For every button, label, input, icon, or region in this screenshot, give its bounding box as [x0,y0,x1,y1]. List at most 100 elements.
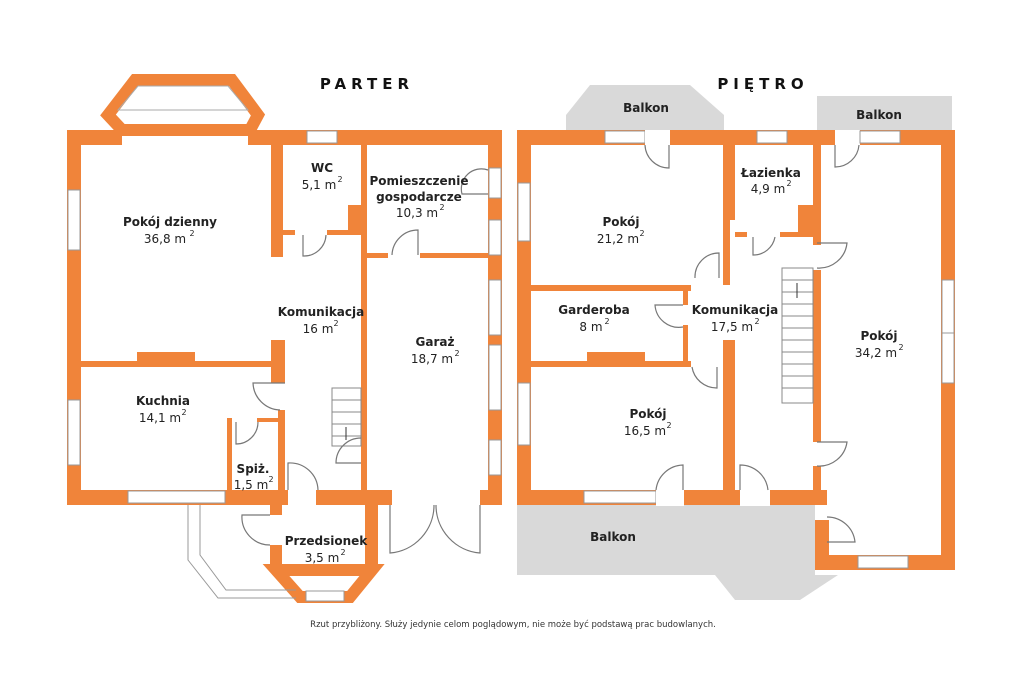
room-vestibule: Przedsionek 3,5 m 2 [285,534,369,565]
room-name: Pokój [629,407,666,421]
unit-sup: 2 [898,343,903,352]
room-garage: Garaż 18,7 m 2 [411,335,460,366]
door-bedroom2[interactable] [691,366,718,389]
door-hall[interactable] [287,462,319,491]
door-wardrobe[interactable] [654,304,684,328]
wall [531,361,691,367]
room-name: Komunikacja [278,305,364,319]
door-opening [835,130,860,145]
room-name: Garaż [416,335,455,349]
ground-floor-title: PARTER [320,75,414,93]
unit-sup: 2 [439,203,444,212]
room-name: Pokój [602,215,639,229]
wall [723,340,735,495]
window [305,590,345,602]
wall [813,270,821,442]
garage-door[interactable] [389,504,481,554]
wall [365,505,378,570]
unit-sup: 2 [337,175,342,184]
room-name: WC [311,161,333,175]
wall [813,145,821,245]
unit-sup: 2 [181,408,186,417]
staircase [781,267,814,404]
window [857,555,909,569]
wall [248,130,502,145]
wall [270,545,282,570]
door-entrance[interactable] [241,514,271,546]
room-name: Spiż. [237,462,270,476]
chimney [137,352,195,362]
room-area: 5,1 m [302,178,337,192]
window [941,279,955,334]
window [859,130,901,144]
window [756,130,788,144]
entrance-opening [288,489,316,506]
balcony-top-left [566,85,724,130]
wall [683,285,688,305]
room-wc: WC 5,1 m 2 [302,161,343,192]
door-kitchen[interactable] [252,382,285,411]
door-balcony[interactable] [826,516,856,543]
staircase [331,387,362,447]
door-garage[interactable] [335,437,362,464]
door-large-room[interactable] [816,441,848,467]
balcony-label: Balkon [856,108,902,122]
wall [278,410,285,495]
door-balcony[interactable] [655,464,684,491]
room-living: Pokój dzienny 36,8 m 2 [123,215,217,246]
wall [271,340,285,383]
door-balcony[interactable] [834,144,860,168]
wall [531,285,691,291]
balcony-label: Balkon [590,530,636,544]
balcony-bottom [517,505,838,600]
room-name: Łazienka [740,166,801,180]
door-wc[interactable] [302,234,327,257]
window [488,344,502,411]
room-area: 8 m [579,320,602,334]
window [941,332,955,384]
room-area: 1,5 m [234,478,269,492]
room-area: 3,5 m [305,551,340,565]
room-bedroom-2: Pokój 16,5 m 2 [624,407,672,438]
wall [361,145,367,495]
door-utility[interactable] [391,229,419,256]
room-bedroom-1: Pokój 21,2 m 2 [597,215,645,246]
window [127,490,226,504]
window [488,219,502,256]
window [67,399,81,466]
unit-sup: 2 [454,349,459,358]
door-balcony[interactable] [739,464,769,491]
balcony-label: Balkon [623,101,669,115]
room-name: Pokój dzienny [123,215,217,229]
unit-sup: 2 [754,317,759,326]
bay-window-wall [100,74,266,136]
door-utility-outside[interactable] [460,168,489,195]
wall [723,145,730,285]
door-opening [488,167,502,199]
terrace-outline [187,505,296,599]
door-balcony[interactable] [644,144,670,169]
window [604,130,646,144]
unit-sup: 2 [639,229,644,238]
wall [367,253,388,258]
unit-sup: 2 [786,179,791,188]
room-name-line2: gospodarcze [376,190,462,204]
wall [270,505,282,515]
wall [227,418,232,493]
room-name: Przedsionek [285,534,369,548]
room-area: 21,2 m [597,232,639,246]
room-kitchen: Kuchnia 14,1 m 2 [136,394,190,425]
wall [735,232,747,237]
unit-sup: 2 [268,475,273,484]
door-large-room[interactable] [816,242,848,269]
door-bedroom[interactable] [694,252,720,279]
door-bathroom[interactable] [752,236,776,256]
wall [283,230,295,235]
window [488,279,502,336]
room-hall-upper: Komunikacja 17,5 m 2 [692,303,778,334]
door-pantry[interactable] [235,421,259,445]
unit-sup: 2 [333,319,338,328]
room-name: Kuchnia [136,394,190,408]
unit-sup: 2 [604,317,609,326]
